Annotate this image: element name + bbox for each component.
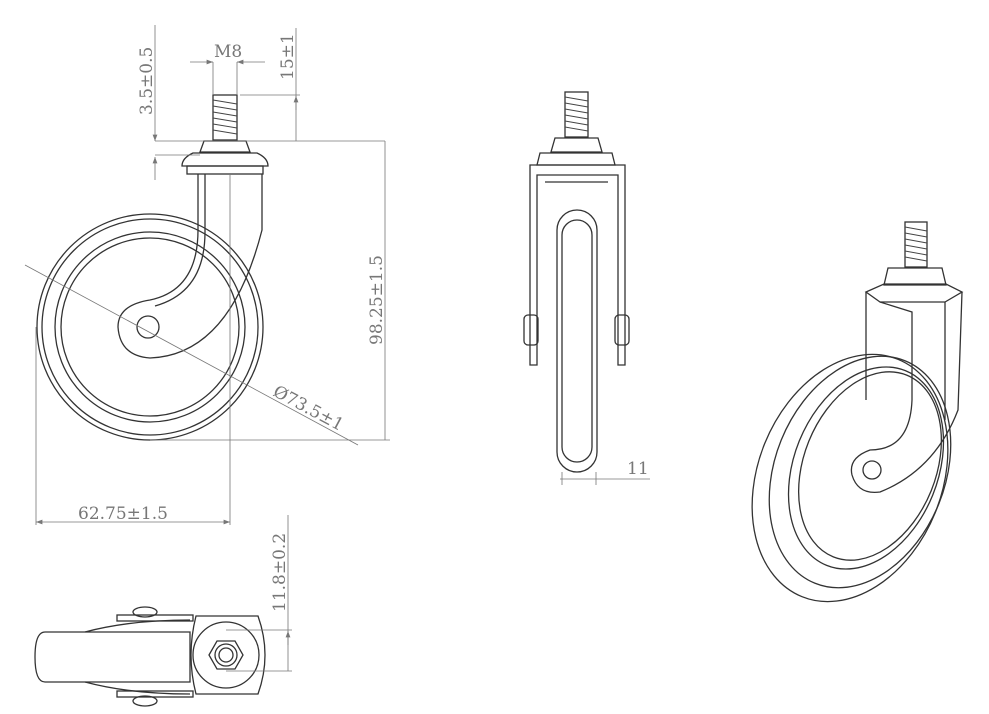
top-view: 11.8±0.2 [34,515,292,707]
front-view: 11 [523,91,650,485]
isometric-view [751,221,964,603]
dim-wheel-width: 11 [627,459,649,479]
dim-thread: M8 [214,42,242,62]
dim-flange-thickness: 3.5±0.5 [137,47,157,115]
dim-wheel-diameter: Ø73.5±1 [270,382,347,436]
side-view-dimensions: 3.5±0.5 M8 15±1 98.25±1.5 Ø73.5±1 62.75±… [24,25,390,525]
side-view [35,94,269,525]
dim-thread-length: 15±1 [278,33,298,80]
dim-axle-offset: 11.8±0.2 [270,533,290,612]
dim-total-height: 98.25±1.5 [367,255,387,345]
dim-swivel-offset: 62.75±1.5 [78,504,168,524]
